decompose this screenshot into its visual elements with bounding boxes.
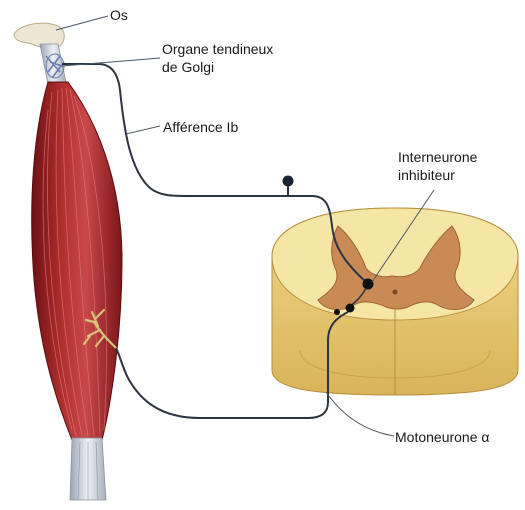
motoneurone-body-1 [346,304,355,313]
ganglion-cell [283,176,294,197]
leader-motoneurone [326,392,394,436]
label-golgi-line2: de Golgi [162,58,273,76]
label-interneurone-line1: Interneurone [398,148,477,166]
leader-golgi [62,58,160,66]
label-afference-ib: Afférence Ib [163,118,238,136]
label-interneurone: Interneurone inhibiteur [398,148,477,184]
spinal-cord-section [272,208,518,395]
label-interneurone-line2: inhibiteur [398,166,477,184]
motoneurone-body-2 [334,309,340,315]
leader-os [56,16,108,30]
label-golgi-line1: Organe tendineux [162,40,273,58]
label-os: Os [110,6,128,24]
label-motoneurone: Motoneurone α [395,428,490,446]
label-golgi-tendon-organ: Organe tendineux de Golgi [162,40,273,76]
leader-afference [126,126,160,134]
interneurone-body [363,279,374,290]
